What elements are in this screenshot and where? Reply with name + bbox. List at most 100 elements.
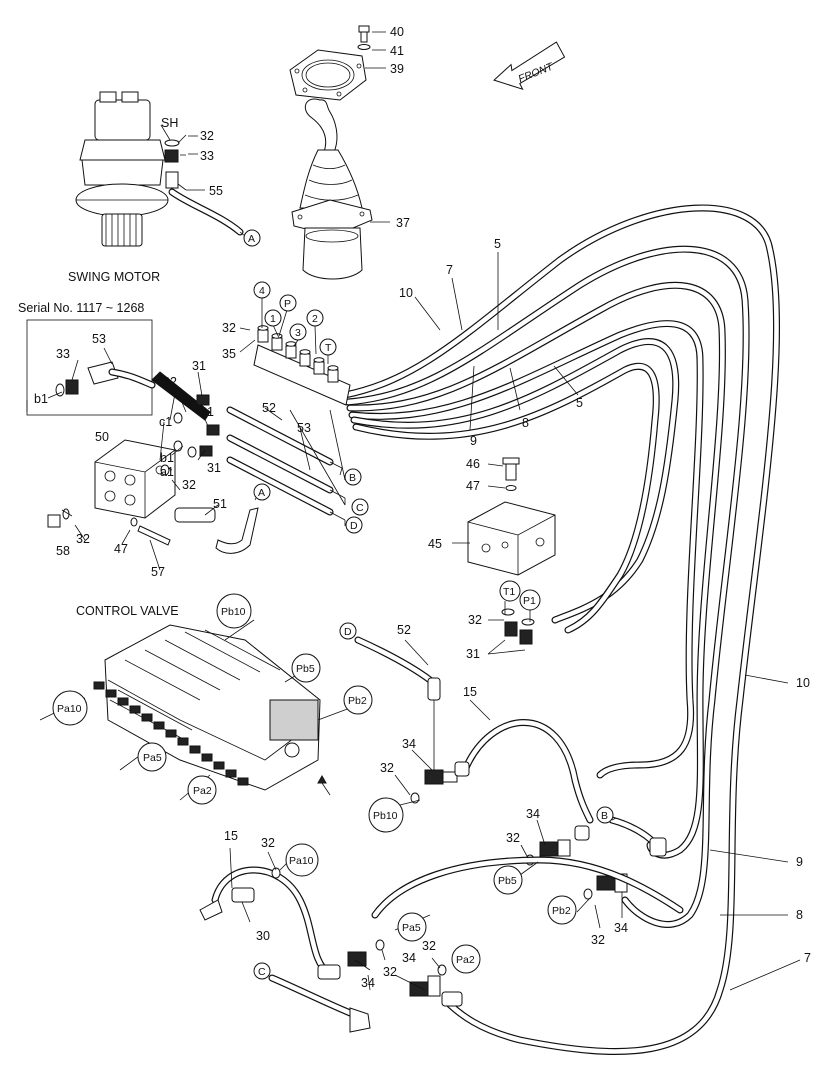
circle-pb2-a: Pb2 [348, 695, 367, 707]
circle-pb2-b: Pb2 [552, 905, 571, 917]
label-46: 46 [466, 457, 480, 471]
circle-4: 4 [259, 285, 265, 297]
pilot-valve-assembly [289, 25, 373, 280]
label-5-top: 5 [494, 237, 501, 251]
label-55: 55 [209, 184, 223, 198]
circle-c-1: C [356, 502, 364, 514]
label-b1-box: b1 [34, 392, 48, 406]
label-10-right: 10 [796, 676, 810, 690]
circle-d-1: D [350, 520, 358, 532]
label-9-top: 9 [470, 434, 477, 448]
label-31-b: 31 [200, 405, 214, 419]
label-34-c: 34 [614, 921, 628, 935]
control-valve-caption: CONTROL VALVE [76, 604, 179, 618]
circle-pa10-a: Pa10 [57, 703, 82, 715]
label-52-b: 52 [397, 623, 411, 637]
label-50: 50 [95, 430, 109, 444]
circle-pa2-a: Pa2 [193, 785, 212, 797]
label-31-t: 31 [466, 647, 480, 661]
circle-a-1: A [248, 233, 255, 245]
label-32-f: 32 [422, 939, 436, 953]
circle-pb5-a: Pb5 [296, 663, 315, 675]
label-b1: b1 [160, 451, 174, 465]
label-sh: SH [161, 116, 178, 130]
label-32-d: 32 [261, 836, 275, 850]
circle-b-2: B [601, 810, 608, 822]
label-7-top: 7 [446, 263, 453, 277]
label-45: 45 [428, 537, 442, 551]
label-34-e: 34 [402, 951, 416, 965]
label-33-box: 33 [56, 347, 70, 361]
label-32-a: 32 [380, 761, 394, 775]
circle-t1: T1 [503, 586, 515, 598]
label-31-c: 31 [207, 461, 221, 475]
circle-1: 1 [270, 313, 276, 325]
label-32-swing: 32 [200, 129, 214, 143]
circle-pb5-b: Pb5 [498, 875, 517, 887]
pilot-manifold [253, 325, 351, 406]
circle-t: T [325, 342, 332, 354]
circle-c-2: C [258, 966, 266, 978]
circle-pb10-a: Pb10 [221, 606, 246, 618]
label-47-v: 47 [114, 542, 128, 556]
label-47: 47 [466, 479, 480, 493]
label-8-top: 8 [522, 416, 529, 430]
label-c1: c1 [159, 415, 172, 429]
swing-motor: SWING MOTOR [68, 91, 169, 284]
circle-2: 2 [312, 313, 318, 325]
circle-p: P [284, 298, 291, 310]
circle-pa2-b: Pa2 [456, 954, 475, 966]
label-32-v2: 32 [182, 478, 196, 492]
label-37: 37 [396, 216, 410, 230]
label-41: 41 [390, 44, 404, 58]
circle-pb10-b: Pb10 [373, 810, 398, 822]
circle-b-1: B [349, 472, 356, 484]
lower-hoses [199, 636, 684, 1033]
leader-lines [26, 31, 801, 991]
label-32-v: 32 [163, 375, 177, 389]
label-32-c: 32 [591, 933, 605, 947]
circle-pa10-b: Pa10 [289, 855, 314, 867]
label-32-e: 32 [383, 965, 397, 979]
label-57: 57 [151, 565, 165, 579]
label-5-right: 5 [576, 396, 583, 410]
label-a1: a1 [160, 465, 174, 479]
label-52-a: 52 [262, 401, 276, 415]
label-53-a: 53 [297, 421, 311, 435]
circle-d-2: D [344, 626, 352, 638]
control-valve: CONTROL VALVE [76, 604, 331, 796]
label-31-a: 31 [192, 359, 206, 373]
swing-motor-caption: SWING MOTOR [68, 270, 160, 284]
callout-circles [52, 229, 614, 980]
valve-block-45 [467, 457, 556, 645]
circle-p1: P1 [523, 595, 536, 607]
label-33-swing: 33 [200, 149, 214, 163]
sh-port-fittings [160, 124, 246, 237]
serial-caption: Serial No. 1117 ~ 1268 [18, 301, 144, 315]
circle-pa5-b: Pa5 [402, 922, 421, 934]
control-valve-ports [93, 681, 249, 786]
hose-bundle [341, 204, 781, 1055]
label-32-b: 32 [506, 831, 520, 845]
label-34-a: 34 [402, 737, 416, 751]
label-40: 40 [390, 25, 404, 39]
label-34-b: 34 [526, 807, 540, 821]
circle-pa5-a: Pa5 [143, 752, 162, 764]
label-7-right: 7 [804, 951, 811, 965]
label-53-box: 53 [92, 332, 106, 346]
label-15-b: 15 [224, 829, 238, 843]
valve-block-50 [47, 394, 346, 554]
label-9-right: 9 [796, 855, 803, 869]
label-39: 39 [390, 62, 404, 76]
serial-inset: Serial No. 1117 ~ 1268 [18, 301, 211, 421]
label-8-right: 8 [796, 908, 803, 922]
label-10-top: 10 [399, 286, 413, 300]
label-32-manifold: 32 [222, 321, 236, 335]
label-32-v3: 32 [76, 532, 90, 546]
circle-a-2: A [258, 487, 265, 499]
callout-labels: 40 41 39 37 SH 32 33 55 A 32 35 4 P 1 3 … [34, 25, 811, 990]
label-35: 35 [222, 347, 236, 361]
label-51: 51 [213, 497, 227, 511]
